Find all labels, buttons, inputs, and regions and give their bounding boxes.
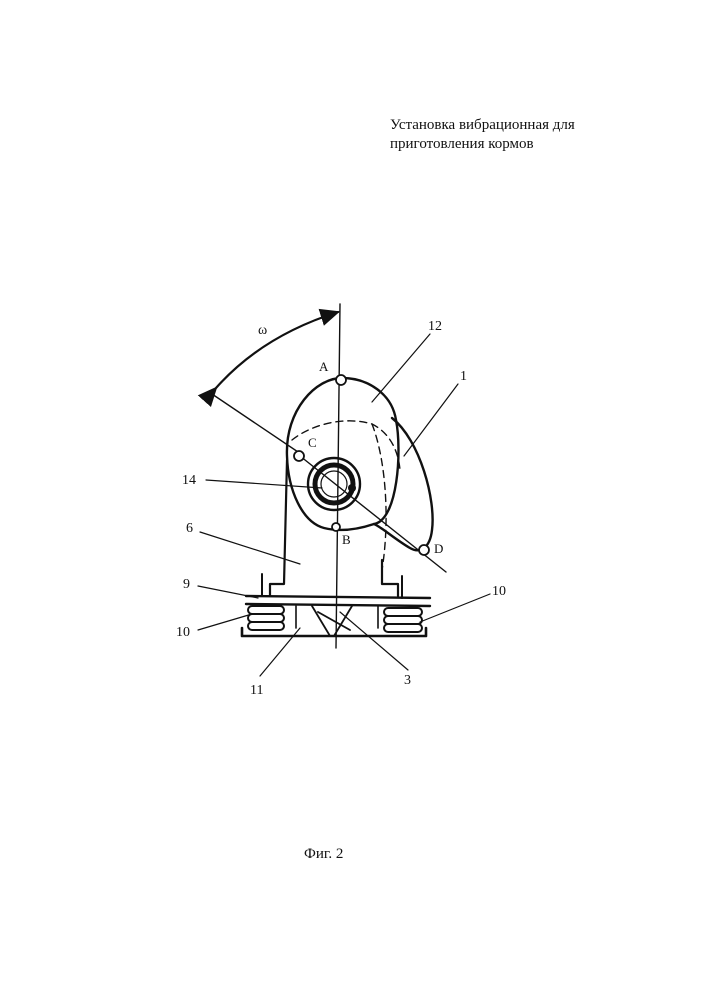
label-6: 6 bbox=[186, 521, 193, 536]
label-3: 3 bbox=[404, 673, 411, 688]
leader-9 bbox=[198, 586, 258, 598]
leader-12 bbox=[372, 334, 430, 402]
dashed-inner-contour-2 bbox=[372, 424, 386, 570]
point-d-label: D bbox=[434, 541, 443, 556]
figure-caption: Фиг. 2 bbox=[304, 846, 343, 863]
leader-14 bbox=[206, 480, 322, 488]
leader-10-left bbox=[198, 614, 252, 630]
label-9: 9 bbox=[183, 577, 190, 592]
label-14: 14 bbox=[182, 473, 196, 488]
label-1: 1 bbox=[460, 369, 467, 384]
point-c-marker bbox=[294, 451, 304, 461]
stand-left-6 bbox=[270, 460, 287, 596]
label-12: 12 bbox=[428, 319, 442, 334]
omega-label: ω bbox=[258, 323, 267, 338]
point-c-label: C bbox=[308, 435, 317, 450]
label-10-right: 10 bbox=[492, 584, 506, 599]
spring-right-10 bbox=[384, 608, 422, 632]
label-11: 11 bbox=[250, 683, 263, 698]
point-d-marker bbox=[419, 545, 429, 555]
leader-3 bbox=[340, 612, 408, 670]
shaft-pin bbox=[348, 484, 356, 492]
tilted-casing-1 bbox=[374, 418, 433, 550]
point-a-label: A bbox=[319, 359, 329, 374]
point-b-marker bbox=[332, 523, 340, 531]
rotation-arrow-arc bbox=[216, 312, 338, 388]
stand-right-6 bbox=[382, 560, 398, 596]
spring-left-10 bbox=[248, 606, 284, 630]
point-a-marker bbox=[336, 375, 346, 385]
leader-1 bbox=[404, 384, 458, 456]
cross-brace-3 bbox=[312, 606, 352, 636]
label-10-left: 10 bbox=[176, 625, 190, 640]
point-b-label: B bbox=[342, 532, 351, 547]
